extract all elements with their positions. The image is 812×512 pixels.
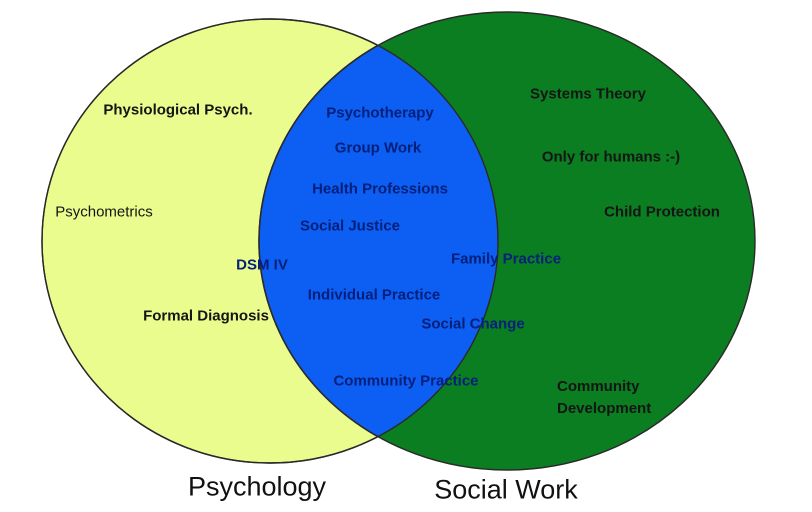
label-social-change: Social Change bbox=[421, 315, 525, 333]
label-family-practice: Family Practice bbox=[450, 250, 562, 268]
label-only-for-humans: Only for humans :-) bbox=[541, 148, 681, 166]
caption-social-work: Social Work bbox=[434, 474, 578, 505]
label-systems-theory: Systems Theory bbox=[530, 85, 646, 103]
label-psychometrics: Psychometrics bbox=[55, 203, 153, 221]
label-health-professions: Health Professions bbox=[312, 180, 448, 198]
label-dsm-iv: DSM IV bbox=[236, 256, 288, 274]
overlap-region bbox=[258, 19, 498, 463]
label-community-development: Community Development bbox=[557, 378, 652, 417]
psychology-circle-outline bbox=[41, 18, 499, 464]
label-formal-diagnosis: Formal Diagnosis bbox=[143, 307, 269, 325]
label-individual-practice: Individual Practice bbox=[307, 286, 441, 304]
label-psychotherapy: Psychotherapy bbox=[326, 104, 434, 122]
label-social-justice: Social Justice bbox=[299, 217, 401, 235]
label-group-work: Group Work bbox=[334, 139, 422, 157]
label-physiological-psych: Physiological Psych. bbox=[103, 101, 253, 119]
caption-psychology: Psychology bbox=[187, 471, 327, 502]
label-community-practice: Community Practice bbox=[333, 372, 479, 390]
label-child-protection: Child Protection bbox=[604, 203, 720, 221]
